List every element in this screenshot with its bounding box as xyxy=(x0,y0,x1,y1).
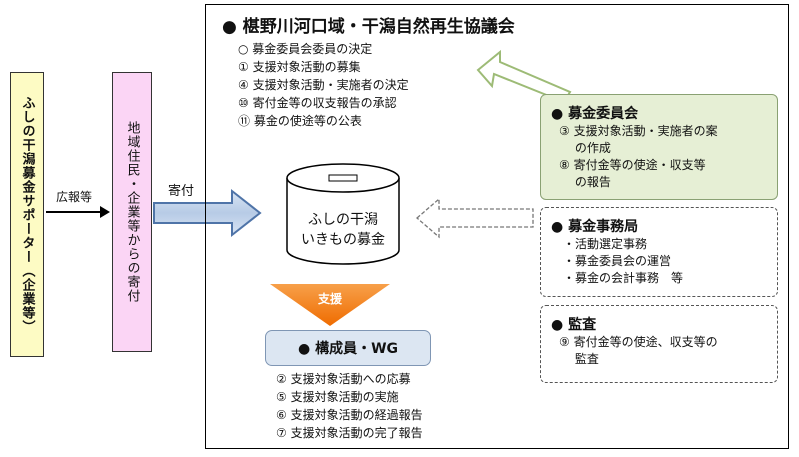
fund-cylinder xyxy=(286,163,400,265)
secretariat-item: ・募金委員会の運営 xyxy=(563,254,672,268)
support-arrow xyxy=(270,284,390,326)
committee-title: ● 募金委員会 xyxy=(551,106,639,122)
audit-item: ⑨ 寄付金等の使途、収支等の xyxy=(559,335,718,349)
support-label: 支援 xyxy=(317,292,342,306)
supporter-text: ふしの干潟募金サポーター（企業等） xyxy=(19,95,35,334)
committee-item: ⑧ 寄付金等の使途・収支等 xyxy=(559,158,706,172)
audit-items: ⑨ 寄付金等の使途、収支等の 監査 xyxy=(559,334,777,368)
council-title: ● 椹野川河口域・干潟自然再生協議会 xyxy=(222,17,515,37)
pr-arrow xyxy=(46,206,110,218)
audit-box: ● 監査 ⑨ 寄付金等の使途、収支等の 監査 xyxy=(540,305,778,383)
pr-label: 広報等 xyxy=(56,190,93,204)
council-duty: ⑩ 寄付金等の収支報告の承認 xyxy=(238,96,397,110)
donation-label: 寄付 xyxy=(168,184,195,199)
secretariat-box: ● 募金事務局 ・活動選定事務 ・募金委員会の運営 ・募金の会計事務 等 xyxy=(540,207,778,297)
committee-items: ③ 支援対象活動・実施者の案 の作成 ⑧ 寄付金等の使途・収支等 の報告 xyxy=(559,123,777,191)
council-duty: ○ 募金委員会委員の決定 xyxy=(238,42,373,56)
members-list: ② 支援対象活動への応募 ⑤ 支援対象活動の実施 ⑥ 支援対象活動の経過報告 ⑦… xyxy=(276,370,423,442)
fund-line2: いきもの募金 xyxy=(301,232,385,248)
council-duty: ④ 支援対象活動・実施者の決定 xyxy=(238,78,409,92)
committee-item: ③ 支援対象活動・実施者の案 xyxy=(559,124,718,138)
donation-arrow xyxy=(153,188,262,238)
secretariat-items: ・活動選定事務 ・募金委員会の運営 ・募金の会計事務 等 xyxy=(563,236,777,287)
audit-item: 監査 xyxy=(559,352,599,366)
members-item: ⑤ 支援対象活動の実施 xyxy=(276,390,399,404)
committee-item: の報告 xyxy=(559,175,611,189)
members-item: ⑦ 支援対象活動の完了報告 xyxy=(276,426,423,440)
secretariat-item: ・募金の会計事務 等 xyxy=(563,271,684,285)
members-box: ● 構成員・WG xyxy=(265,330,431,366)
donors-box: 地域住民・企業等からの寄付 xyxy=(112,72,152,352)
council-duty: ① 支援対象活動の募集 xyxy=(238,60,361,74)
donors-text: 地域住民・企業等からの寄付 xyxy=(124,121,140,303)
council-duties: ○ 募金委員会委員の決定 ① 支援対象活動の募集 ④ 支援対象活動・実施者の決定… xyxy=(238,40,409,130)
members-item: ② 支援対象活動への応募 xyxy=(276,372,411,386)
fund-label: ふしの干潟 いきもの募金 xyxy=(283,210,403,250)
members-item: ⑥ 支援対象活動の経過報告 xyxy=(276,408,423,422)
members-title: ● 構成員・WG xyxy=(297,341,399,357)
secretariat-to-fund-arrow xyxy=(416,197,534,239)
committee-item: の作成 xyxy=(559,141,611,155)
secretariat-title: ● 募金事務局 xyxy=(551,219,639,235)
fund-line1: ふしの干潟 xyxy=(308,212,378,228)
audit-title: ● 監査 xyxy=(551,317,597,333)
supporter-box: ふしの干潟募金サポーター（企業等） xyxy=(10,72,44,357)
council-frame xyxy=(205,4,789,449)
council-duty: ⑪ 募金の使途等の公表 xyxy=(238,114,362,128)
committee-box: ● 募金委員会 ③ 支援対象活動・実施者の案 の作成 ⑧ 寄付金等の使途・収支等… xyxy=(540,94,778,200)
secretariat-item: ・活動選定事務 xyxy=(563,237,648,251)
